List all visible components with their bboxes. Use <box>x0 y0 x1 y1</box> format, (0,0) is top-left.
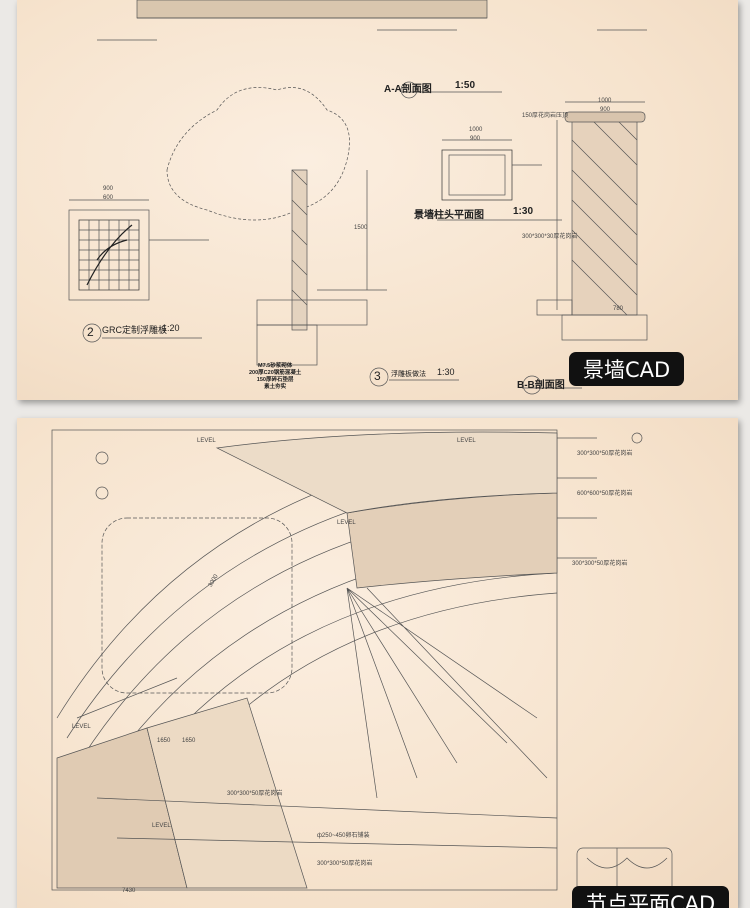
dim-label: 600 <box>103 195 114 201</box>
cap-plan-title: 景墙柱头平面图 <box>414 210 484 221</box>
dim-label: 1650 <box>182 738 196 744</box>
material-note: 300*300*50厚花岗岩 <box>227 791 283 797</box>
relief-detail-number: 3 <box>374 369 381 383</box>
level-label: LEVEL <box>457 438 476 444</box>
bb-section-title: B-B剖面图 <box>517 380 565 391</box>
node-plan-cad-badge: 节点平面CAD <box>572 886 730 908</box>
grc-detail-number: 2 <box>87 325 94 339</box>
relief-detail-title: 浮雕板做法 <box>391 371 426 378</box>
cap-plan-scale: 1:30 <box>513 206 534 217</box>
level-label: LEVEL <box>337 520 356 526</box>
dim-label: 900 <box>103 186 114 192</box>
aa-section-title: A-A剖面图 <box>384 84 432 95</box>
material-note: 300*300*50厚花岗岩 <box>572 561 628 567</box>
dim-label: 1000 <box>469 127 483 133</box>
note: 200厚C20钢筋混凝土 <box>249 370 302 376</box>
grc-panel-scale: 1:20 <box>162 323 180 333</box>
dim-label: 1500 <box>354 225 368 231</box>
node-plan-cad-panel: LEVEL LEVEL LEVEL LEVEL LEVEL 300*300*50… <box>17 418 738 908</box>
level-label: LEVEL <box>197 438 216 444</box>
relief-detail-scale: 1:30 <box>437 367 455 377</box>
note: 素土夯实 <box>264 384 287 390</box>
note: 150厚碎石垫层 <box>256 377 294 383</box>
material-note: 300*300*50厚花岗岩 <box>317 861 373 867</box>
material-note: ф250~450卵石铺装 <box>317 833 370 839</box>
dim-label: 300*300*30厚花岗岩 <box>522 234 578 240</box>
aa-section-scale: 1:50 <box>455 80 476 91</box>
grc-panel-title: GRC定制浮雕板 <box>102 325 167 335</box>
dim-label: 900 <box>600 107 611 113</box>
foundation-notes: M7.5砂浆砌体 200厚C20钢筋混凝土 150厚碎石垫层 素土夯实 <box>249 363 301 391</box>
level-label: LEVEL <box>72 724 91 730</box>
landscape-wall-cad-panel: A-A剖面图 1:50 景墙柱头平面图 1:30 B-B剖面图 2 GRC定制浮… <box>17 0 738 400</box>
dim-label: 900 <box>470 136 481 142</box>
dim-label: 1650 <box>157 738 171 744</box>
material-note: 600*600*50厚花岗岩 <box>577 491 633 497</box>
material-note: 300*300*50厚花岗岩 <box>577 451 633 457</box>
plan-drawing-lines <box>51 429 673 908</box>
wall-cad-badge: 景墙CAD <box>569 352 685 386</box>
dim-label: 1000 <box>598 98 612 104</box>
dim-label: 150厚花岗岩压顶 <box>522 113 569 119</box>
dim-label: 780 <box>613 306 624 312</box>
level-label: LEVEL <box>152 823 171 829</box>
dim-label: 7430 <box>122 888 136 894</box>
wall-drawing-lines <box>68 0 648 395</box>
note: M7.5砂浆砌体 <box>258 363 293 369</box>
